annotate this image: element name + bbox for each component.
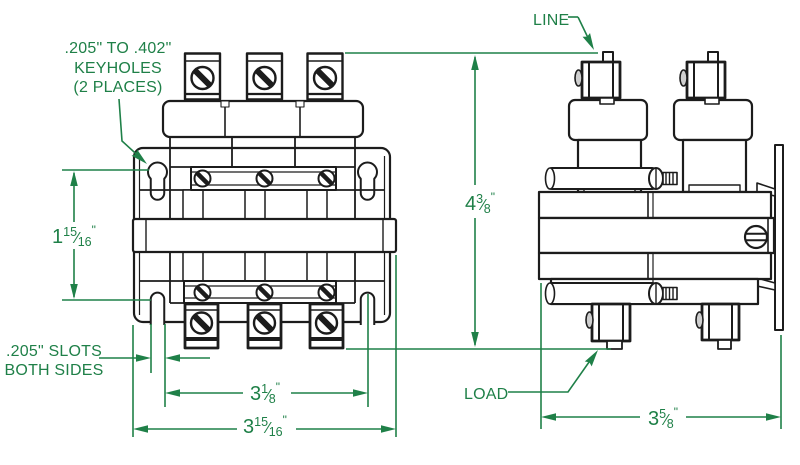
dim-overall-depth xyxy=(540,283,782,429)
front-lower-screw-band xyxy=(183,280,337,304)
dim-text-overall-depth: 35⁄8" xyxy=(648,405,678,431)
keyhole-right xyxy=(357,161,378,201)
keyholes-note-line1: .205" TO .402" xyxy=(65,40,172,57)
side-load-terminal-front xyxy=(585,302,632,350)
small-screw-icon xyxy=(193,169,336,188)
dim-slot-spacing-horizontal xyxy=(165,294,369,407)
keyholes-note-line2: KEYHOLES xyxy=(74,60,162,77)
dim-text-overall-width: 315⁄16" xyxy=(243,413,287,439)
screw-thread-hatch xyxy=(662,286,678,301)
annotation-text: .205" TO .402" KEYHOLES (2 PLACES) .205"… xyxy=(5,12,678,439)
slots-note-line2: BOTH SIDES xyxy=(5,362,104,379)
annotations xyxy=(62,16,782,437)
side-mounting-plate xyxy=(774,144,784,331)
front-view xyxy=(131,52,398,350)
terminal-screw-side-icon xyxy=(679,69,688,87)
front-upper-screw-band xyxy=(190,166,337,191)
line-terminal-1 xyxy=(183,52,222,101)
leader-line-label xyxy=(568,16,594,50)
terminal-screw-side-icon xyxy=(574,69,583,87)
leader-load-label xyxy=(508,350,598,393)
reference-lines xyxy=(62,52,611,350)
keyhole-left xyxy=(147,161,168,201)
side-upper-terminal-screw xyxy=(544,167,678,190)
screw-thread-hatch xyxy=(662,171,678,186)
dim-overall-width xyxy=(132,255,397,437)
dim-slot-width xyxy=(99,324,210,407)
front-upper-block xyxy=(161,99,365,139)
slots-note-line1: .205" SLOTS xyxy=(6,343,102,360)
slot-left xyxy=(149,291,166,325)
dim-text-mount-hole-spacing: 115⁄16" xyxy=(52,223,96,249)
load-terminal-3 xyxy=(308,302,345,350)
load-terminal-1 xyxy=(183,302,220,350)
front-crossbar xyxy=(131,217,398,254)
side-load-terminal-rear xyxy=(695,302,741,350)
dim-overall-height xyxy=(471,55,479,347)
terminal-screw-side-icon xyxy=(695,311,704,329)
load-terminal-2 xyxy=(246,302,283,350)
line-terminal-2 xyxy=(245,52,284,101)
front-line-terminals xyxy=(183,52,344,101)
line-label: LINE xyxy=(533,12,569,29)
small-screw-icon xyxy=(193,283,336,302)
dim-text-slot-spacing: 31⁄8" xyxy=(250,380,280,406)
dim-text-overall-height: 43⁄8" xyxy=(465,190,495,216)
side-lower-terminal-screw xyxy=(544,282,678,305)
line-terminal-3 xyxy=(306,52,344,101)
side-mounting-screw-icon xyxy=(743,224,769,250)
leader-keyholes xyxy=(118,98,147,164)
side-view xyxy=(537,51,784,350)
front-load-terminals xyxy=(183,302,345,350)
terminal-screw-side-icon xyxy=(585,311,594,329)
load-label: LOAD xyxy=(464,386,508,403)
side-tower-rear xyxy=(672,51,754,194)
keyholes-note-line3: (2 PLACES) xyxy=(73,79,162,96)
dim-mount-hole-spacing-vertical xyxy=(70,171,78,299)
